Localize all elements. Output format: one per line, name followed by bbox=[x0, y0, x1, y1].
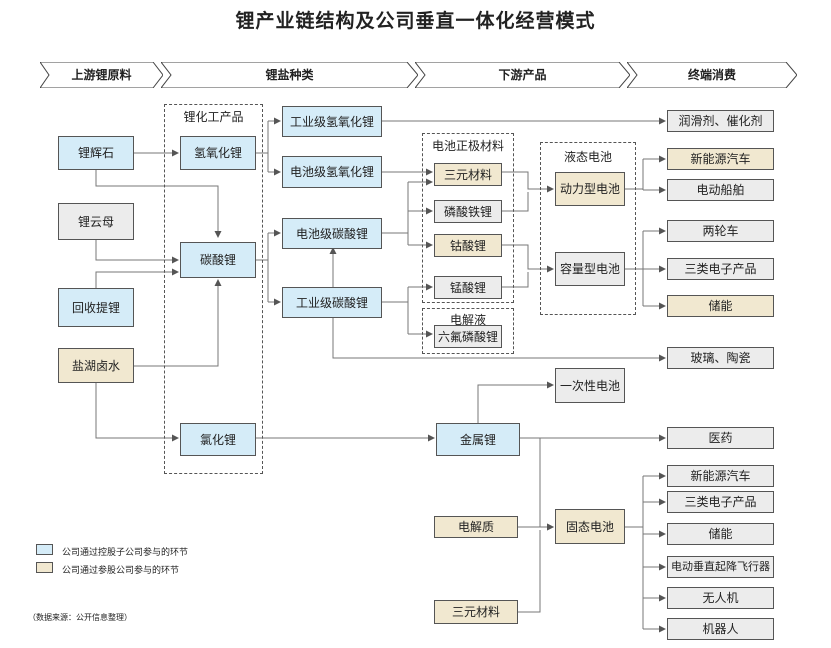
group-lithium-chemicals bbox=[164, 104, 263, 474]
node-capacity-battery: 容量型电池 bbox=[555, 252, 625, 286]
terminal-lubricant: 润滑剂、催化剂 bbox=[667, 110, 774, 132]
stage-upstream: 上游锂原料 bbox=[40, 62, 163, 88]
node-battery-hydroxide: 电池级氢氧化锂 bbox=[282, 156, 382, 188]
group-cathode-label: 电池正极材料 bbox=[431, 139, 504, 153]
data-source: （数据来源：公开信息整理） bbox=[28, 613, 132, 622]
node-battery-carbonate: 电池级碳酸锂 bbox=[282, 218, 382, 249]
terminal-glass: 玻璃、陶瓷 bbox=[667, 347, 774, 369]
legend-holding-swatch bbox=[36, 544, 53, 555]
group-electrolyte-label: 电解液 bbox=[449, 313, 486, 327]
node-lepidolite: 锂云母 bbox=[58, 203, 134, 240]
node-brine: 盐湖卤水 bbox=[58, 348, 134, 383]
node-industrial-carbonate: 工业级碳酸锂 bbox=[282, 287, 382, 318]
group-lithium-chemicals-label: 锂化工产品 bbox=[183, 110, 244, 124]
node-recycle: 回收提锂 bbox=[58, 288, 134, 327]
terminal-evtol: 电动垂直起降飞行器 bbox=[667, 556, 774, 578]
legend-holding-text: 公司通过控股子公司参与的环节 bbox=[62, 548, 189, 558]
node-power-battery: 动力型电池 bbox=[555, 172, 625, 206]
terminal-3c: 三类电子产品 bbox=[667, 258, 774, 280]
terminal-nev: 新能源汽车 bbox=[667, 148, 774, 170]
diagram-title: 锂产业链结构及公司垂直一体化经营模式 bbox=[235, 10, 596, 32]
group-liquid-battery bbox=[540, 142, 636, 315]
node-solid-ternary: 三元材料 bbox=[434, 600, 518, 624]
terminal-two-wheel: 两轮车 bbox=[667, 220, 774, 242]
node-industrial-hydroxide: 工业级氢氧化锂 bbox=[282, 106, 382, 137]
group-electrolyte bbox=[422, 308, 514, 354]
group-cathode bbox=[422, 133, 514, 303]
node-primary-battery: 一次性电池 bbox=[555, 368, 625, 403]
terminal-storage: 储能 bbox=[667, 295, 774, 317]
terminal-ev-ship: 电动船舶 bbox=[667, 179, 774, 201]
stage-downstream: 下游产品 bbox=[415, 62, 630, 88]
node-solid-battery: 固态电池 bbox=[555, 509, 625, 544]
stage-terminal: 终端消费 bbox=[627, 62, 797, 88]
terminal-drone: 无人机 bbox=[667, 587, 774, 609]
terminal-storage-2: 储能 bbox=[667, 523, 774, 545]
node-solid-electrolyte: 电解质 bbox=[434, 516, 518, 538]
legend-share-swatch bbox=[36, 562, 53, 573]
group-liquid-battery-label: 液态电池 bbox=[563, 150, 612, 164]
terminal-3c-2: 三类电子产品 bbox=[667, 491, 774, 513]
terminal-nev-2: 新能源汽车 bbox=[667, 465, 774, 487]
node-lithium-carbonate: 碳酸锂 bbox=[180, 242, 256, 278]
legend-share-text: 公司通过参股公司参与的环节 bbox=[62, 566, 180, 576]
node-spodumene: 锂辉石 bbox=[58, 136, 134, 170]
node-lco: 钴酸锂 bbox=[434, 234, 502, 257]
node-lmo: 锰酸锂 bbox=[434, 276, 502, 299]
node-lfp: 磷酸铁锂 bbox=[434, 200, 502, 223]
terminal-medicine: 医药 bbox=[667, 427, 774, 449]
terminal-robot: 机器人 bbox=[667, 618, 774, 640]
node-lithium-chloride: 氯化锂 bbox=[180, 423, 256, 456]
node-lipf6: 六氟磷酸锂 bbox=[434, 325, 502, 348]
node-ternary: 三元材料 bbox=[434, 163, 502, 186]
node-lithium-hydroxide: 氢氧化锂 bbox=[180, 136, 256, 170]
stage-salts: 锂盐种类 bbox=[161, 62, 418, 88]
node-lithium-metal: 金属锂 bbox=[436, 423, 520, 456]
